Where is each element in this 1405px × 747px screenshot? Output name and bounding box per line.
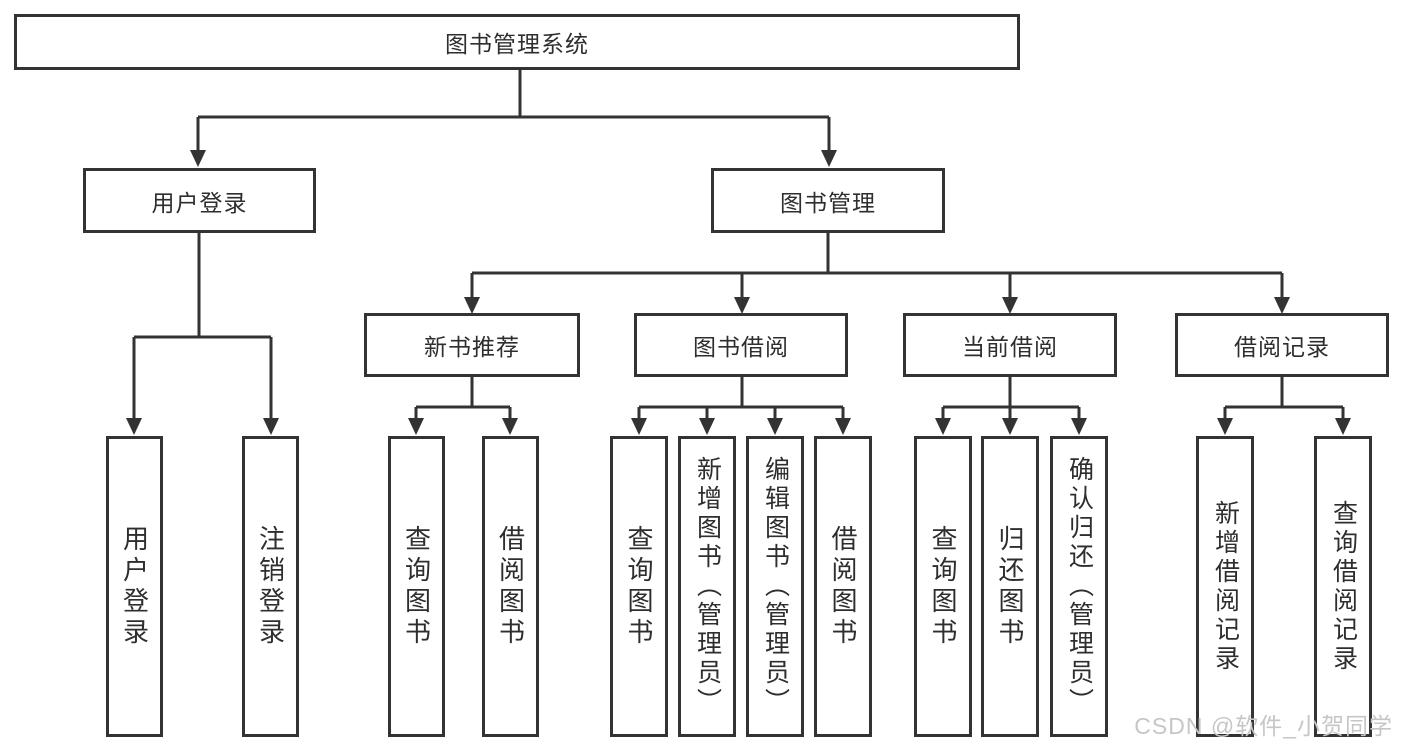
leaf-borrow-books: 借阅图书 <box>814 436 872 737</box>
leaf-label: 借阅图书 <box>828 524 858 649</box>
node-book-borrow: 图书借阅 <box>634 313 848 377</box>
connector-current-branch <box>941 377 1081 424</box>
node-label: 图书借阅 <box>693 334 789 360</box>
arrowhead-icon <box>767 418 783 435</box>
leaf-borrow-books: 借阅图书 <box>482 436 539 737</box>
arrowhead-icon <box>1335 418 1351 435</box>
arrowhead-icon <box>502 418 518 435</box>
leaf-label: 查询图书 <box>401 524 432 649</box>
arrowhead-icon <box>464 297 480 314</box>
leaf-add-books-admin: 新增图书（管理员） <box>678 436 736 737</box>
connector-records-branch <box>1223 377 1345 424</box>
node-system-root: 图书管理系统 <box>14 14 1020 70</box>
arrowhead-icon <box>1071 418 1087 435</box>
arrowhead-icon <box>835 418 851 435</box>
node-label: 借阅记录 <box>1234 334 1330 360</box>
leaf-label: 编辑图书（管理员） <box>761 456 790 717</box>
arrowhead-icon <box>263 418 279 435</box>
leaf-label: 借阅图书 <box>495 524 526 649</box>
arrowhead-icon <box>1274 297 1290 314</box>
arrowhead-icon <box>1217 418 1233 435</box>
arrowhead-icon <box>935 418 951 435</box>
arrowhead-icon <box>126 418 142 435</box>
connector-recommend-branch <box>414 377 512 424</box>
connector-mgmt-branch <box>470 233 1284 303</box>
leaf-label: 用户登录 <box>119 524 150 649</box>
node-borrow-records: 借阅记录 <box>1175 313 1389 377</box>
leaf-logout: 注销登录 <box>242 436 299 737</box>
leaf-label: 查询图书 <box>624 524 654 649</box>
arrowhead-icon <box>1002 297 1018 314</box>
connector-login-branch <box>132 233 273 424</box>
arrowhead-icon <box>631 418 647 435</box>
leaf-label: 注销登录 <box>255 524 286 649</box>
leaf-confirm-return-admin: 确认归还（管理员） <box>1050 436 1108 737</box>
node-current-borrow: 当前借阅 <box>903 313 1117 377</box>
node-book-management: 图书管理 <box>711 168 945 233</box>
leaf-query-books: 查询图书 <box>914 436 972 737</box>
leaf-query-borrow-record: 查询借阅记录 <box>1314 436 1372 737</box>
leaf-label: 查询图书 <box>928 524 958 649</box>
leaf-label: 确认归还（管理员） <box>1065 456 1094 717</box>
connector-root-to-level1 <box>196 69 831 156</box>
leaf-edit-books-admin: 编辑图书（管理员） <box>746 436 804 737</box>
arrowhead-icon <box>190 150 206 167</box>
node-label: 图书管理 <box>780 189 876 216</box>
connector-borrow-branch <box>637 377 845 424</box>
node-new-book-recommend: 新书推荐 <box>364 313 580 377</box>
leaf-add-borrow-record: 新增借阅记录 <box>1196 436 1254 737</box>
leaf-query-books: 查询图书 <box>610 436 668 737</box>
leaf-label: 查询借阅记录 <box>1329 499 1358 674</box>
node-label: 图书管理系统 <box>445 31 589 57</box>
csdn-watermark: CSDN @软件_小贺同学 <box>1134 713 1393 739</box>
leaf-return-books: 归还图书 <box>981 436 1039 737</box>
leaf-label: 新增图书（管理员） <box>693 456 722 717</box>
node-label: 当前借阅 <box>962 334 1058 360</box>
arrowhead-icon <box>699 418 715 435</box>
leaf-label: 归还图书 <box>995 524 1025 649</box>
leaf-label: 新增借阅记录 <box>1211 499 1240 674</box>
node-user-login: 用户登录 <box>83 168 316 233</box>
leaf-user-login: 用户登录 <box>106 436 163 737</box>
arrowhead-icon <box>408 418 424 435</box>
arrowhead-icon <box>1002 418 1018 435</box>
node-label: 新书推荐 <box>424 334 520 360</box>
arrowhead-icon <box>821 150 837 167</box>
leaf-query-books: 查询图书 <box>388 436 445 737</box>
arrowhead-icon <box>734 297 750 314</box>
node-label: 用户登录 <box>151 189 248 216</box>
